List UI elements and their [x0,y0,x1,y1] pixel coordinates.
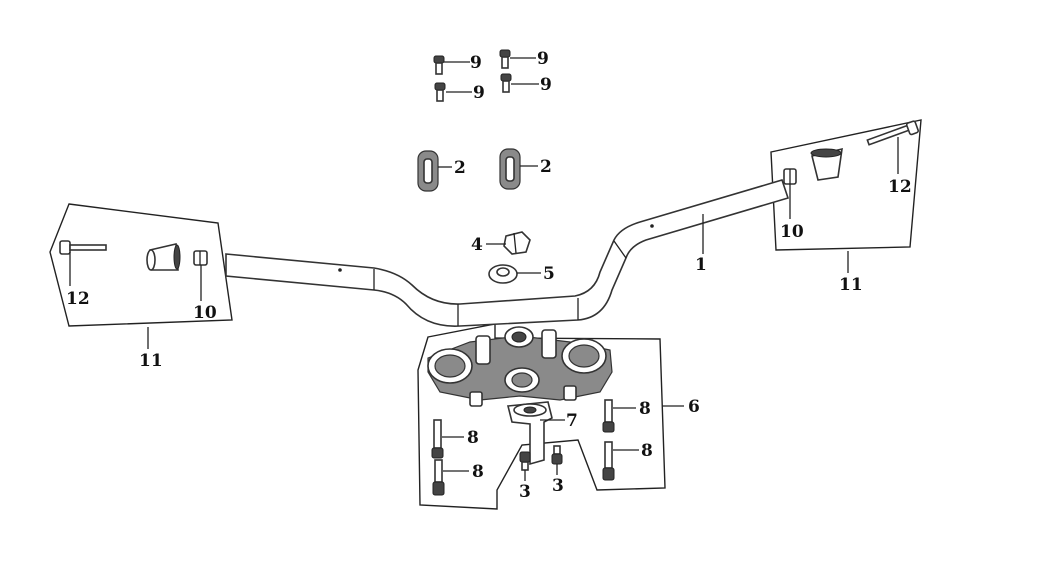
callout-washer-nut: 5 [543,264,555,284]
washer-nut [488,264,518,284]
callout-stud-right: 3 [552,476,564,496]
right-end-bolt [866,120,919,146]
callout-end-bolt-left: 12 [66,289,90,309]
screw-9-b [434,82,446,102]
bolt-8-top-right-b [602,441,615,481]
bolt-8-top-right-a [602,399,615,433]
left-bar-end-weight [146,243,181,271]
leader-lines [69,57,899,481]
screw-9-a [433,55,445,75]
callout-stud-left: 3 [519,482,531,502]
callout-bolt-tr2: 8 [641,441,653,461]
callout-triple-clamp: 6 [688,397,700,417]
right-bar-end-weight [810,147,843,181]
left-bar-end-kit [49,203,233,327]
callout-bolt-bl1: 8 [467,428,479,448]
callout-screw-tr1: 9 [537,49,549,69]
callout-clamp-right: 2 [540,157,552,177]
left-end-bolt [59,240,107,255]
left-end-nut [193,250,208,266]
right-end-nut [783,168,797,185]
callout-screw-tl1: 9 [470,53,482,73]
callout-bar-end-right: 11 [839,275,863,295]
callout-labels: 1 2 2 3 3 4 5 6 7 8 8 8 8 9 9 9 9 10 10 … [66,49,912,502]
callout-screw-tl2: 9 [473,83,485,103]
callout-bar-end-left: 11 [139,351,163,371]
callout-screw-tr2: 9 [540,75,552,95]
screw-9-c [499,49,511,69]
bolt-8-bottom-left-b [432,459,445,496]
callout-bolt-tr1: 8 [639,399,651,419]
callout-stem-bolt: 7 [566,411,578,431]
left-kit-panel [49,203,233,327]
callout-end-nut-left: 10 [193,303,217,323]
bolt-8-bottom-left-a [431,419,444,459]
callout-cap-nut: 4 [471,235,483,255]
clamp-2-left [417,150,439,192]
screw-9-d [500,73,512,93]
stud-3-right [551,445,563,465]
clamp-2-right [499,148,521,190]
right-bar-end-kit [770,119,922,251]
callout-end-nut-right: 10 [780,222,804,242]
callout-bolt-bl2: 8 [472,462,484,482]
handlebar-tube [225,179,790,327]
callout-clamp-left: 2 [454,158,466,178]
callout-handlebar: 1 [695,255,707,275]
right-kit-panel [770,119,922,251]
stud-3-left [519,451,531,471]
callout-end-bolt-right: 12 [888,177,912,197]
cap-nut [503,231,531,255]
triple-clamp-body [427,326,613,466]
